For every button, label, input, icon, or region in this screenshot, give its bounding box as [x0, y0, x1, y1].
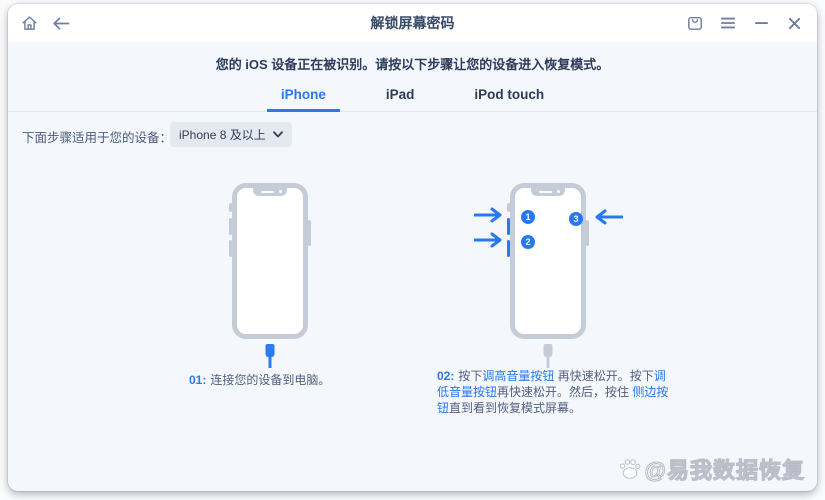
- device-selector-label: 下面步骤适用于您的设备：: [22, 131, 173, 145]
- app-window: 解锁屏幕密码: [8, 4, 817, 491]
- device-model-select[interactable]: iPhone 8 及以上: [170, 122, 292, 147]
- volume-up-button-highlighted: [507, 218, 510, 235]
- recognition-statement: 您的 iOS 设备正在被识别。请按以下步骤让您的设备进入恢复模式。: [215, 57, 610, 72]
- phone-illustration-connect: [229, 183, 311, 368]
- hamburger-menu-icon[interactable]: [719, 14, 737, 32]
- phone-notch: [531, 188, 565, 196]
- minimize-icon[interactable]: [752, 14, 770, 32]
- watermark: @易我数据恢复: [618, 453, 805, 485]
- home-icon[interactable]: [20, 14, 38, 32]
- tab-ipad[interactable]: iPad: [385, 87, 415, 102]
- marker-3: 3: [569, 212, 583, 226]
- tab-iphone[interactable]: iPhone: [266, 82, 340, 112]
- device-model-value: iPhone 8 及以上: [179, 128, 266, 142]
- title-bar: 解锁屏幕密码: [8, 4, 817, 42]
- arrow-right-icon-volume-down: [473, 232, 504, 253]
- lightning-cable-gray: [543, 344, 553, 368]
- marker-2: 2: [521, 235, 535, 249]
- phone-body: [507, 183, 589, 368]
- volume-up-button: [229, 218, 232, 235]
- back-arrow-icon[interactable]: [52, 14, 70, 32]
- bag-icon[interactable]: [686, 14, 704, 32]
- main-content: 您的 iOS 设备正在被识别。请按以下步骤让您的设备进入恢复模式。 iPhone…: [8, 42, 817, 491]
- device-tabs: iPhone iPad iPod touch: [8, 82, 817, 112]
- volume-down-button-highlighted: [507, 240, 510, 257]
- chevron-down-icon: [273, 131, 283, 138]
- step-2-number: 02:: [437, 369, 455, 383]
- arrow-left-icon-side-button: [593, 209, 624, 230]
- volume-down-button: [229, 240, 232, 257]
- close-icon[interactable]: [785, 14, 803, 32]
- arrow-right-icon-volume-up: [473, 207, 504, 228]
- watermark-text: @易我数据恢复: [644, 458, 805, 484]
- side-button: [308, 220, 311, 246]
- lightning-cable-blue: [265, 344, 275, 368]
- marker-1: 1: [521, 210, 535, 224]
- phone-notch: [253, 188, 287, 196]
- tab-ipod-touch[interactable]: iPod touch: [474, 87, 545, 102]
- step-2-text: 02:按下调高音量按钮 再快速松开。按下调低音量按钮再快速松开。然后，按住 侧边…: [437, 369, 669, 415]
- step-1-text: 01:连接您的设备到电脑。: [189, 373, 331, 387]
- mute-switch: [507, 203, 510, 212]
- step-1-number: 01:: [189, 373, 207, 387]
- paw-watermark-icon: [618, 457, 642, 481]
- mute-switch: [229, 203, 232, 212]
- phone-body: [229, 183, 311, 368]
- side-button: [586, 220, 589, 246]
- phone-illustration-buttons: [507, 183, 589, 368]
